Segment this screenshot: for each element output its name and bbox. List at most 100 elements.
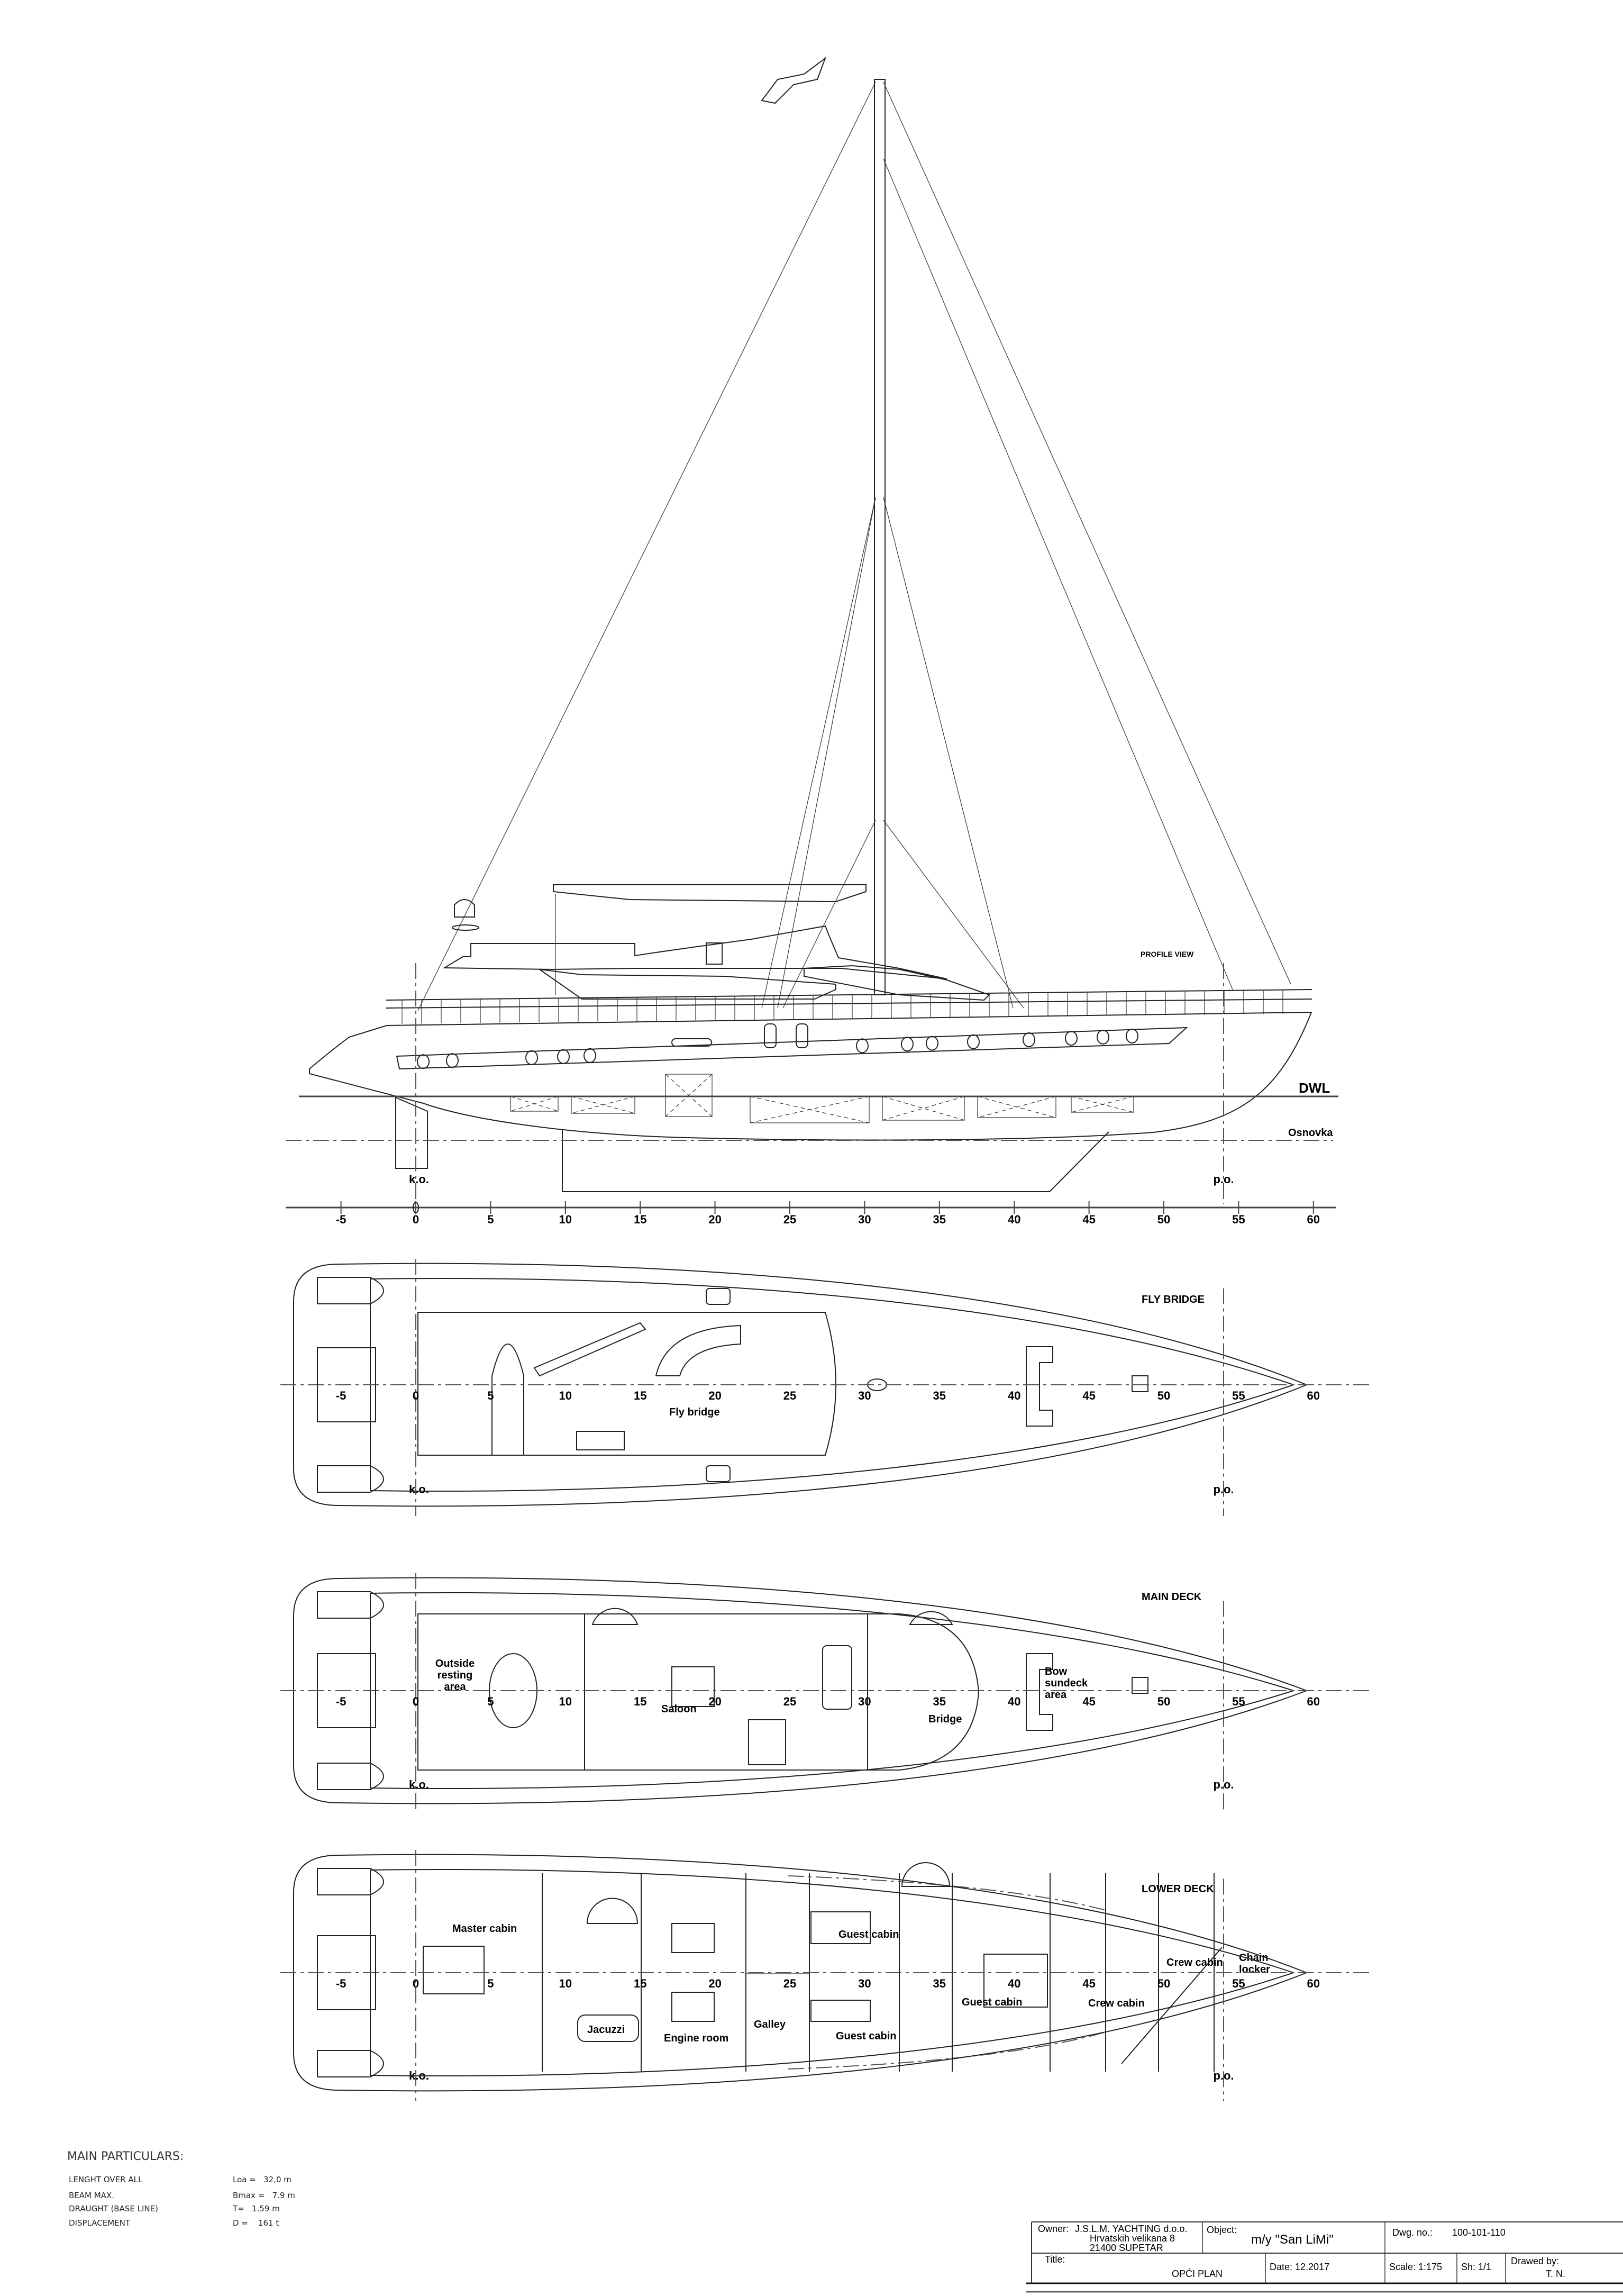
station-tick-label: 25 bbox=[783, 1213, 796, 1226]
guest-cabin-label: Guest cabin bbox=[836, 2030, 896, 2042]
swim-platform-stairs bbox=[317, 1347, 376, 1422]
shroud bbox=[883, 497, 1014, 1009]
station-label: 40 bbox=[1008, 1389, 1020, 1402]
outside-area-label: area bbox=[444, 1681, 466, 1693]
guest-bed bbox=[810, 2000, 871, 2022]
guest-cabin-label: Guest cabin bbox=[838, 1929, 899, 1940]
station-label: 15 bbox=[634, 1389, 646, 1402]
station-label: 30 bbox=[858, 1977, 871, 1990]
station-label: 0 bbox=[413, 1695, 419, 1708]
rail-stanchions bbox=[402, 990, 1283, 1024]
hull-outline bbox=[293, 1854, 1308, 2092]
station-tick-label: -5 bbox=[336, 1213, 347, 1226]
tank bbox=[882, 1096, 965, 1121]
station-label: 50 bbox=[1157, 1389, 1170, 1402]
station-label: 5 bbox=[487, 1389, 494, 1402]
shroud bbox=[782, 820, 876, 1009]
saloon-dining-table bbox=[822, 1645, 852, 1710]
station-tick-label: 35 bbox=[933, 1213, 946, 1226]
station-label: 10 bbox=[559, 1389, 572, 1402]
backstay bbox=[417, 81, 876, 1011]
main-deck-plan: MAIN DECK Outside resting area Saloon Br… bbox=[280, 1573, 1370, 1813]
tank-cross bbox=[977, 1096, 1056, 1118]
station-tick-label: 5 bbox=[487, 1213, 494, 1226]
bridge-label: Bridge bbox=[928, 1713, 962, 1725]
funnel-vent bbox=[706, 942, 723, 965]
main-particulars: MAIN PARTICULARS: LENGHT OVER ALL Loa = … bbox=[67, 2150, 295, 2228]
station-label: 25 bbox=[783, 1695, 796, 1708]
radar-antenna bbox=[452, 924, 479, 931]
station-label: 60 bbox=[1307, 1977, 1320, 1990]
hull-outline bbox=[293, 1577, 1308, 1804]
forestay bbox=[883, 81, 1291, 985]
particular-value: Bmax = 7.9 m bbox=[233, 2191, 295, 2200]
dwg-no: 100-101-110 bbox=[1452, 2227, 1506, 2238]
chain-locker-bulkhead bbox=[1121, 1947, 1223, 2064]
porthole bbox=[446, 1053, 459, 1068]
tank-cross bbox=[665, 1074, 713, 1117]
station-label: 40 bbox=[1008, 1695, 1020, 1708]
jet-tender bbox=[317, 1868, 384, 1895]
station-tick-label: 30 bbox=[858, 1213, 871, 1226]
owner-city: 21400 SUPETAR bbox=[1090, 2243, 1163, 2253]
station-label: 35 bbox=[933, 1389, 946, 1402]
baseline-label: Osnovka bbox=[1288, 1127, 1333, 1139]
shroud bbox=[883, 820, 1024, 1009]
tank-cross bbox=[882, 1096, 965, 1121]
tender-dinghy bbox=[491, 1344, 524, 1456]
spiral-stair bbox=[901, 1862, 951, 1887]
fly-bridge-title: FLY BRIDGE bbox=[1142, 1294, 1205, 1305]
chain-locker-label: Chain bbox=[1239, 1952, 1269, 1964]
particular-label: LENGHT OVER ALL bbox=[69, 2175, 143, 2184]
hull-profile bbox=[309, 1011, 1312, 1141]
lower-deck-plan: LOWER DECK Master cabin Jacuzzi Engine r… bbox=[280, 1850, 1370, 2101]
porthole bbox=[1097, 1029, 1109, 1045]
engine bbox=[671, 1923, 715, 1953]
jet-tender bbox=[317, 1763, 384, 1790]
particular-value: D = 161 t bbox=[233, 2218, 279, 2228]
swim-platform-stairs bbox=[317, 1653, 376, 1728]
station-label: 15 bbox=[634, 1977, 646, 1990]
station-label: -5 bbox=[336, 1977, 347, 1990]
station-label: 20 bbox=[708, 1695, 721, 1708]
station-tick-label: 60 bbox=[1307, 1213, 1320, 1226]
station-tick-label: 10 bbox=[559, 1213, 572, 1226]
station-label: 0 bbox=[413, 1389, 419, 1402]
station-label: 55 bbox=[1232, 1695, 1245, 1708]
guest-bed bbox=[810, 1911, 871, 1944]
date: Date: 12.2017 bbox=[1270, 2262, 1329, 2272]
porthole bbox=[1065, 1031, 1078, 1046]
crew-cabin-label: Crew cabin bbox=[1088, 1998, 1145, 2009]
owner-name: J.S.L.M. YACHTING d.o.o. bbox=[1075, 2224, 1187, 2234]
station-label: 5 bbox=[487, 1695, 494, 1708]
porthole-band bbox=[396, 1027, 1188, 1070]
station-label: 25 bbox=[783, 1389, 796, 1402]
station-label: 35 bbox=[933, 1695, 946, 1708]
engine bbox=[671, 1992, 715, 2022]
swim-platform-stairs bbox=[317, 1935, 376, 2010]
masthead-pennant bbox=[761, 57, 827, 104]
master-bed bbox=[423, 1946, 485, 1994]
galley-label: Galley bbox=[754, 2019, 786, 2030]
engine-room-label: Engine room bbox=[664, 2032, 728, 2044]
owner-address: Hrvatskih velikana 8 bbox=[1090, 2233, 1175, 2244]
station-tick-label: 0 bbox=[413, 1213, 419, 1226]
winch bbox=[706, 1288, 731, 1305]
flybridge-hardtop bbox=[442, 925, 947, 979]
tank-cross bbox=[750, 1096, 870, 1123]
sunpad bbox=[576, 1431, 625, 1450]
scale: Scale: 1:175 bbox=[1389, 2262, 1442, 2272]
jacuzzi-label: Jacuzzi bbox=[587, 2024, 625, 2036]
station-label: 35 bbox=[933, 1977, 946, 1990]
master-cabin-label: Master cabin bbox=[452, 1923, 517, 1935]
boarding-door bbox=[764, 1023, 777, 1048]
porthole bbox=[1126, 1028, 1138, 1043]
station-label: -5 bbox=[336, 1389, 347, 1402]
helm-console bbox=[655, 1324, 741, 1376]
aft-perp-label: k.o. bbox=[409, 1778, 429, 1791]
spiral-stair bbox=[586, 1898, 639, 1924]
station-label: 60 bbox=[1307, 1389, 1320, 1402]
